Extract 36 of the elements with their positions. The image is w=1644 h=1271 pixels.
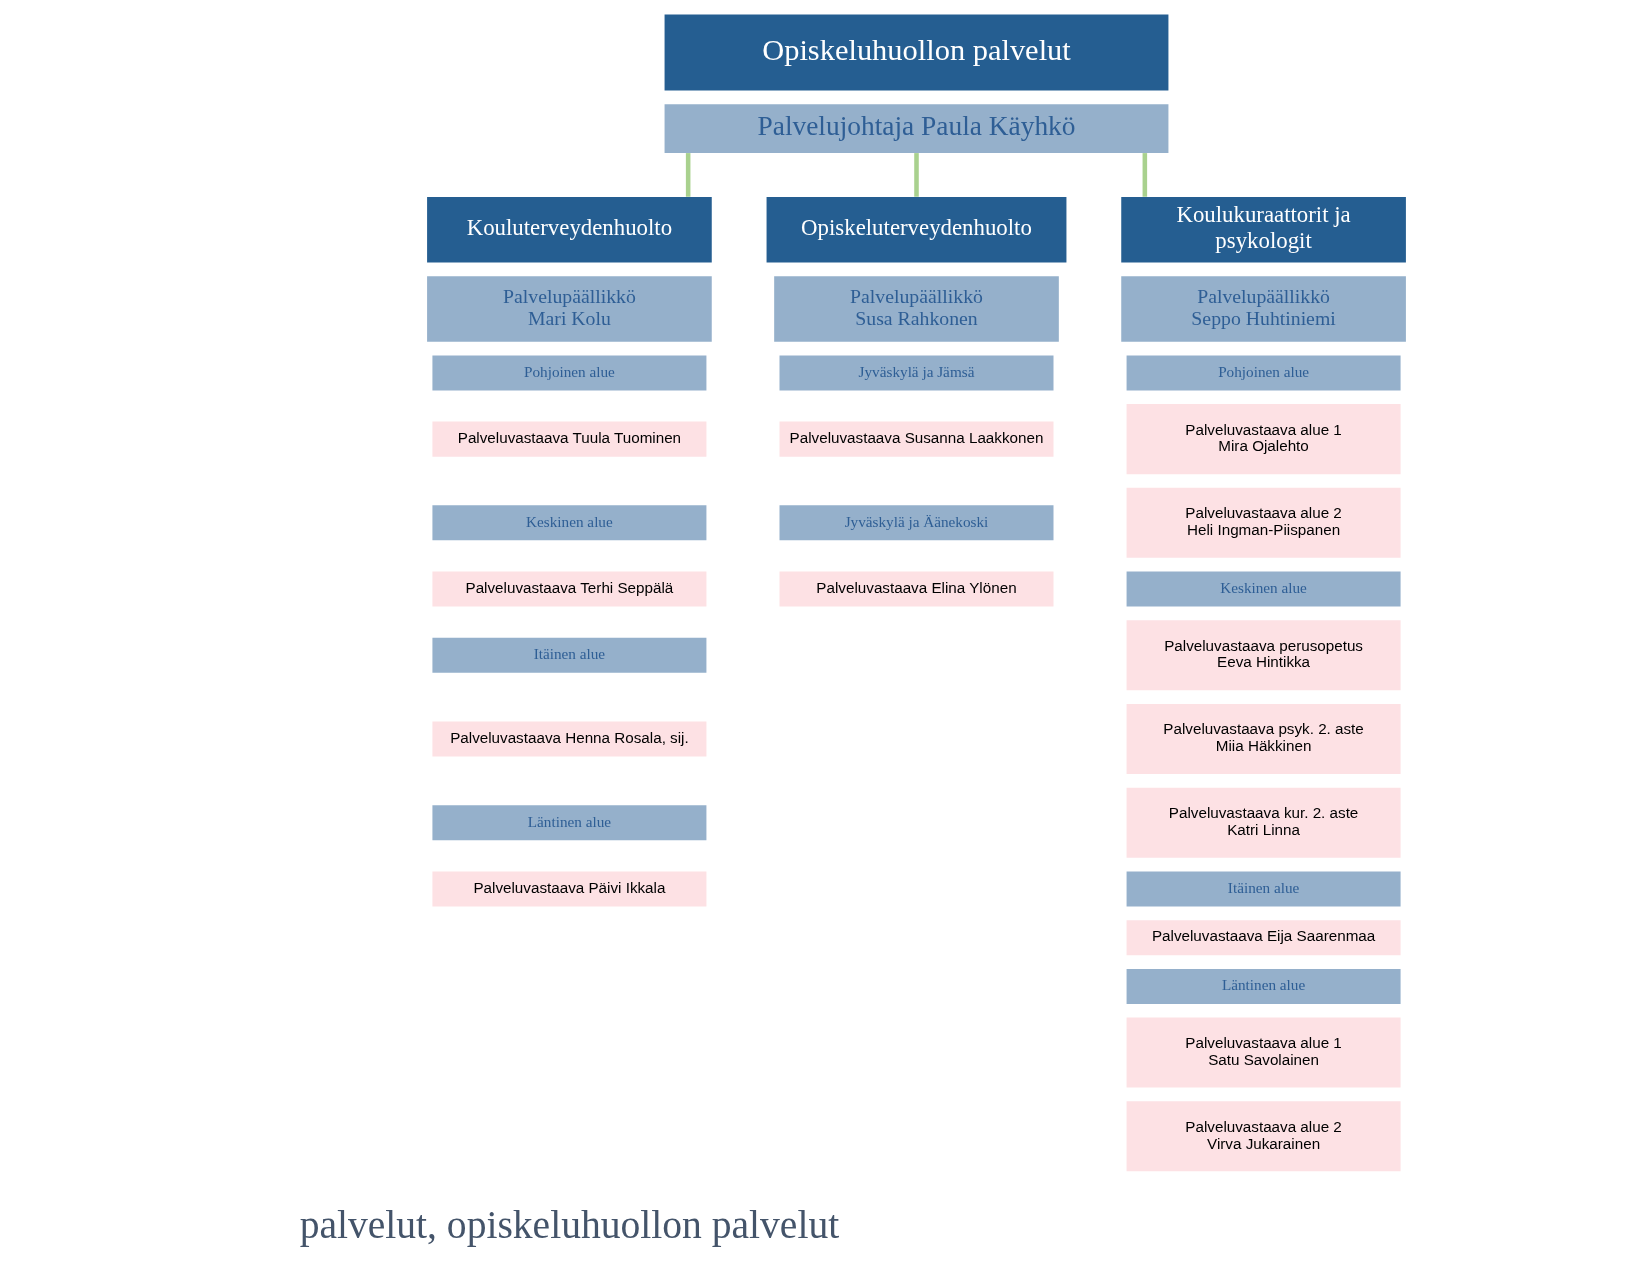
node-box: Palveluvastaava alue 2 Heli Ingman-Piispanen: [1126, 487, 1401, 558]
node-box: Palvelupäällikkö Seppo Huhtiniemi: [1120, 276, 1406, 342]
node-box: Kouluterveydenhuolto: [426, 197, 712, 263]
node-box: Palvelujohtaja Paula Käyhkö: [664, 104, 1168, 153]
node-box: Palveluvastaava Tuula Tuominen: [431, 421, 706, 457]
node-box: Koulukuraattorit ja psykologit: [1120, 197, 1406, 263]
node-box: Palveluvastaava alue 1 Satu Savolainen: [1126, 1017, 1401, 1088]
node-box: Itäinen alue: [431, 637, 706, 673]
node-box: Palveluvastaava Elina Ylönen: [779, 571, 1053, 607]
node-box: Itäinen alue: [1126, 871, 1401, 907]
node-box: Jyväskylä ja Äänekoski: [779, 505, 1053, 541]
node-box: Läntinen alue: [431, 805, 706, 841]
node-box: Palvelupäällikkö Mari Kolu: [426, 276, 712, 342]
node-box: Keskinen alue: [431, 505, 706, 541]
connector: [913, 153, 919, 197]
node-box: Palveluvastaava psyk. 2. aste Miia Häkkinen: [1126, 704, 1401, 775]
node-box: Keskinen alue: [1126, 571, 1401, 607]
node-box: Palveluvastaava Päivi Ikkala: [431, 871, 706, 907]
node-box: Palveluvastaava kur. 2. aste Katri Linna: [1126, 787, 1401, 858]
node-box: Palvelupäällikkö Susa Rahkonen: [773, 276, 1059, 342]
node-box: Pohjoinen alue: [431, 355, 706, 391]
node-box: Opiskeluterveydenhuolto: [766, 197, 1066, 263]
node-box: Jyväskylä ja Jämsä: [779, 355, 1053, 391]
node-box: Palveluvastaava Susanna Laakkonen: [779, 421, 1053, 457]
connector: [1142, 153, 1147, 197]
node-box: Opiskeluhuollon palvelut: [664, 14, 1168, 91]
node-box: Läntinen alue: [1126, 968, 1401, 1004]
node-box: Palveluvastaava Terhi Seppälä: [431, 571, 706, 607]
node-box: Palveluvastaava Eija Saarenmaa: [1126, 920, 1401, 956]
node-box: Pohjoinen alue: [1126, 355, 1401, 391]
node-box: Palveluvastaava perusopetus Eeva Hintikka: [1126, 620, 1401, 691]
connector: [685, 153, 690, 197]
node-box: Palveluvastaava alue 1 Mira Ojalehto: [1126, 404, 1401, 475]
node-box: Palveluvastaava Henna Rosala, sij.: [431, 721, 706, 757]
node-box: Palveluvastaava alue 2 Virva Jukarainen: [1126, 1101, 1401, 1172]
label: palvelut, opiskeluhuollon palvelut: [299, 1203, 839, 1248]
